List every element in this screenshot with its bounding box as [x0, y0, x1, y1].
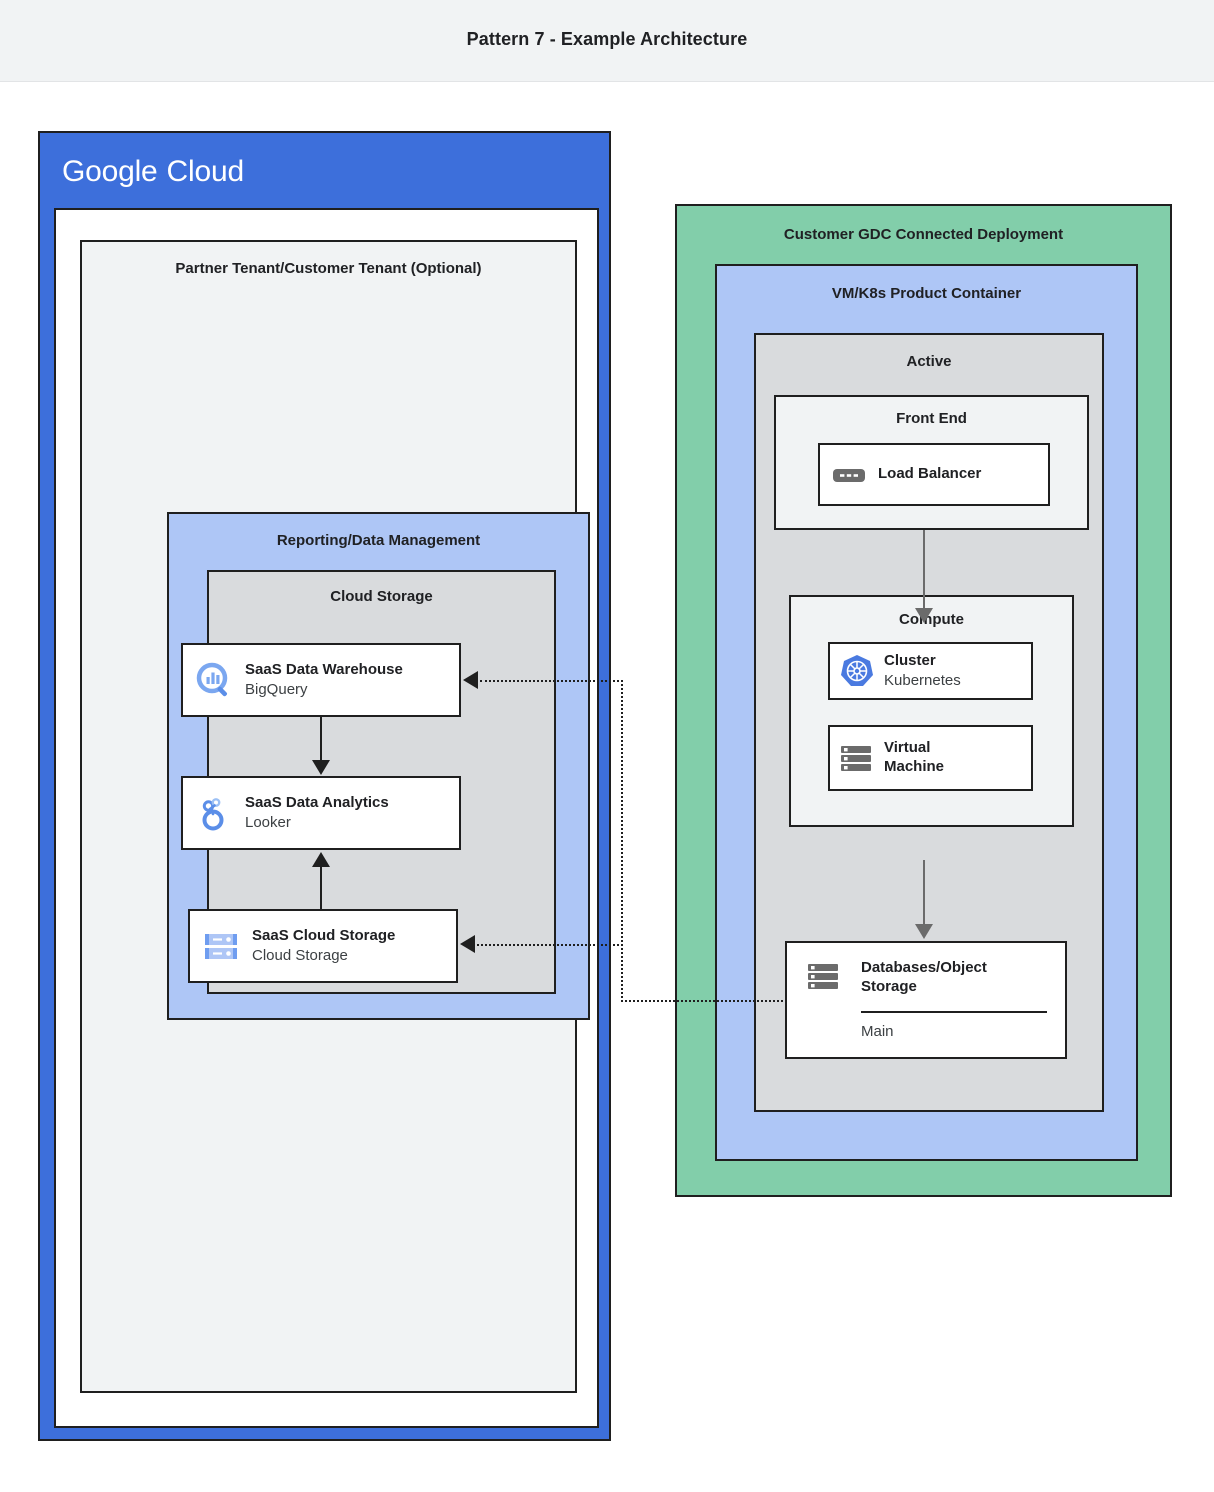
cluster-text: Cluster Kubernetes	[884, 652, 961, 690]
bigquery-icon	[183, 660, 245, 700]
databases-object-storage-detail: Main	[861, 1023, 894, 1040]
saas-data-warehouse-text: SaaS Data Warehouse BigQuery	[245, 661, 403, 699]
databases-object-storage-title-line1: Databases/Object	[861, 959, 987, 976]
databases-object-storage-card[interactable]: Databases/Object Storage Main	[785, 941, 1067, 1059]
virtual-machine-text: Virtual Machine	[884, 739, 944, 777]
load-balancer-text: Load Balancer	[878, 465, 981, 484]
front-end-title: Front End	[896, 410, 967, 427]
database-icon	[787, 959, 861, 997]
connector-database-to-gcp-vertical	[621, 680, 623, 1002]
virtual-machine-title-line2: Machine	[884, 758, 945, 775]
vm-k8s-product-container-title: VM/K8s Product Container	[831, 285, 1022, 302]
connector-compute-to-database-arrow	[915, 924, 933, 939]
saas-cloud-storage-subtitle: Cloud Storage	[252, 946, 348, 964]
saas-cloud-storage-card[interactable]: SaaS Cloud Storage Cloud Storage	[188, 909, 458, 983]
saas-data-analytics-title: SaaS Data Analytics	[245, 793, 389, 811]
connector-database-to-gcp-horizontal	[621, 1000, 787, 1002]
connector-warehouse-to-analytics-arrow	[312, 760, 330, 775]
saas-data-analytics-card[interactable]: SaaS Data Analytics Looker	[181, 776, 461, 850]
connector-frontend-to-compute-line	[923, 530, 925, 610]
kubernetes-icon	[830, 652, 884, 690]
page-header: Pattern 7 - Example Architecture	[0, 0, 1214, 82]
connector-compute-to-database-line	[923, 860, 925, 926]
connector-storage-to-analytics-arrow	[312, 852, 330, 867]
databases-object-storage-text: Databases/Object Storage	[861, 959, 987, 997]
active-title: Active	[906, 353, 952, 370]
saas-data-warehouse-subtitle: BigQuery	[245, 680, 308, 698]
saas-data-analytics-text: SaaS Data Analytics Looker	[245, 794, 389, 832]
page-title: Pattern 7 - Example Architecture	[466, 29, 748, 49]
virtual-machine-card[interactable]: Virtual Machine	[828, 725, 1033, 791]
saas-data-analytics-subtitle: Looker	[245, 813, 291, 831]
connector-to-cloud-storage-arrow	[460, 935, 475, 953]
connector-storage-to-analytics-line	[320, 865, 322, 911]
connector-to-cloud-storage-horizontal	[477, 944, 623, 946]
cloud-storage-icon	[190, 926, 252, 966]
cluster-title: Cluster	[884, 651, 936, 669]
cluster-card[interactable]: Cluster Kubernetes	[828, 642, 1033, 700]
reporting-data-management-title: Reporting/Data Management	[276, 532, 481, 549]
databases-object-storage-header: Databases/Object Storage	[787, 943, 1065, 997]
google-cloud-logo-google: Google	[62, 155, 158, 188]
databases-object-storage-divider	[861, 1011, 1047, 1013]
looker-icon	[183, 793, 245, 833]
load-balancer-card[interactable]: Load Balancer	[818, 443, 1050, 506]
databases-object-storage-title-line2: Storage	[861, 977, 917, 995]
virtual-machine-title-line1: Virtual	[884, 739, 931, 757]
compute-box: Compute	[789, 595, 1074, 827]
connector-to-warehouse-arrow	[463, 671, 478, 689]
connector-warehouse-to-analytics-line	[320, 717, 322, 762]
connector-frontend-to-compute-arrow	[915, 608, 933, 623]
front-end-box: Front End Load Balancer	[774, 395, 1089, 530]
cluster-subtitle: Kubernetes	[884, 671, 961, 689]
load-balancer-icon	[820, 464, 878, 486]
customer-gdc-deployment-title: Customer GDC Connected Deployment	[783, 226, 1064, 243]
connector-to-warehouse-horizontal	[480, 680, 623, 682]
load-balancer-title: Load Balancer	[878, 465, 982, 483]
google-cloud-logo-cloud: Cloud	[166, 155, 245, 188]
saas-data-warehouse-title: SaaS Data Warehouse	[245, 660, 403, 678]
cloud-storage-title: Cloud Storage	[330, 588, 433, 605]
saas-cloud-storage-text: SaaS Cloud Storage Cloud Storage	[252, 927, 395, 965]
saas-cloud-storage-title: SaaS Cloud Storage	[252, 926, 396, 944]
partner-customer-tenant-title: Partner Tenant/Customer Tenant (Optional…	[175, 260, 482, 277]
google-cloud-inner-panel: Partner Tenant/Customer Tenant (Optional…	[54, 208, 599, 1428]
saas-data-warehouse-card[interactable]: SaaS Data Warehouse BigQuery	[181, 643, 461, 717]
virtual-machine-icon	[830, 739, 884, 777]
